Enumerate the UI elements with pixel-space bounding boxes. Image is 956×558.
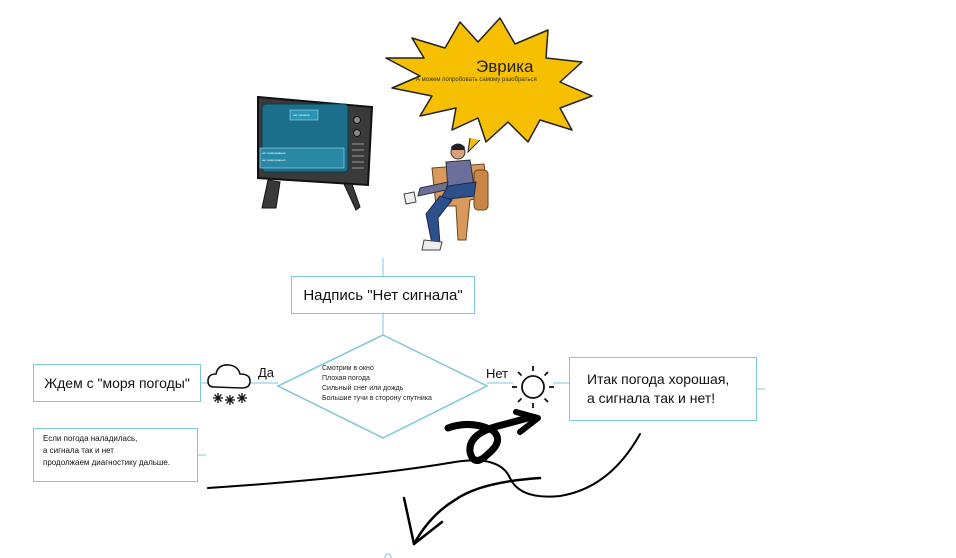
good-weather-box: Итак погода хорошая, а сигнала так и нет… bbox=[569, 357, 757, 421]
yes-label: Да bbox=[258, 365, 275, 380]
no-label: Нет bbox=[486, 366, 509, 381]
decision-text: Смотрим в окно Плохая погода Сильный сне… bbox=[322, 365, 432, 402]
tv-screen-line: нет информации bbox=[262, 158, 286, 162]
continue-diagnostics-note: Если погода наладилась, а сигнала так и … bbox=[33, 428, 198, 482]
decision-diamond bbox=[276, 334, 489, 439]
cloud-snow-icon bbox=[207, 364, 251, 405]
tv-screen-line: нет информации bbox=[262, 151, 286, 155]
sun-icon bbox=[512, 366, 554, 408]
person-in-armchair-icon bbox=[403, 143, 489, 251]
good-weather-text: Итак погода хорошая, а сигнала так и нет… bbox=[587, 371, 730, 406]
wait-weather-box: Ждем с "моря погоды" bbox=[33, 364, 201, 402]
eureka-title: Эврика bbox=[476, 57, 534, 76]
eureka-subtitle: А можем попробовать самому разобраться bbox=[416, 77, 537, 83]
wait-weather-text: Ждем с "моря погоды" bbox=[44, 375, 190, 391]
no-signal-box: Надпись "Нет сигнала" bbox=[291, 276, 475, 314]
tv-icon bbox=[257, 95, 374, 211]
eureka-starburst bbox=[385, 17, 593, 143]
bubble-tail bbox=[467, 137, 481, 154]
tv-screen-label: нет сигнала bbox=[293, 113, 310, 117]
connector-end-marker bbox=[384, 553, 392, 558]
connectors bbox=[198, 258, 765, 456]
hand-drawn-arrows bbox=[207, 409, 641, 546]
continue-diagnostics-text: Если погода наладилась, а сигнала так и … bbox=[43, 434, 170, 467]
no-signal-text: Надпись "Нет сигнала" bbox=[303, 286, 463, 304]
